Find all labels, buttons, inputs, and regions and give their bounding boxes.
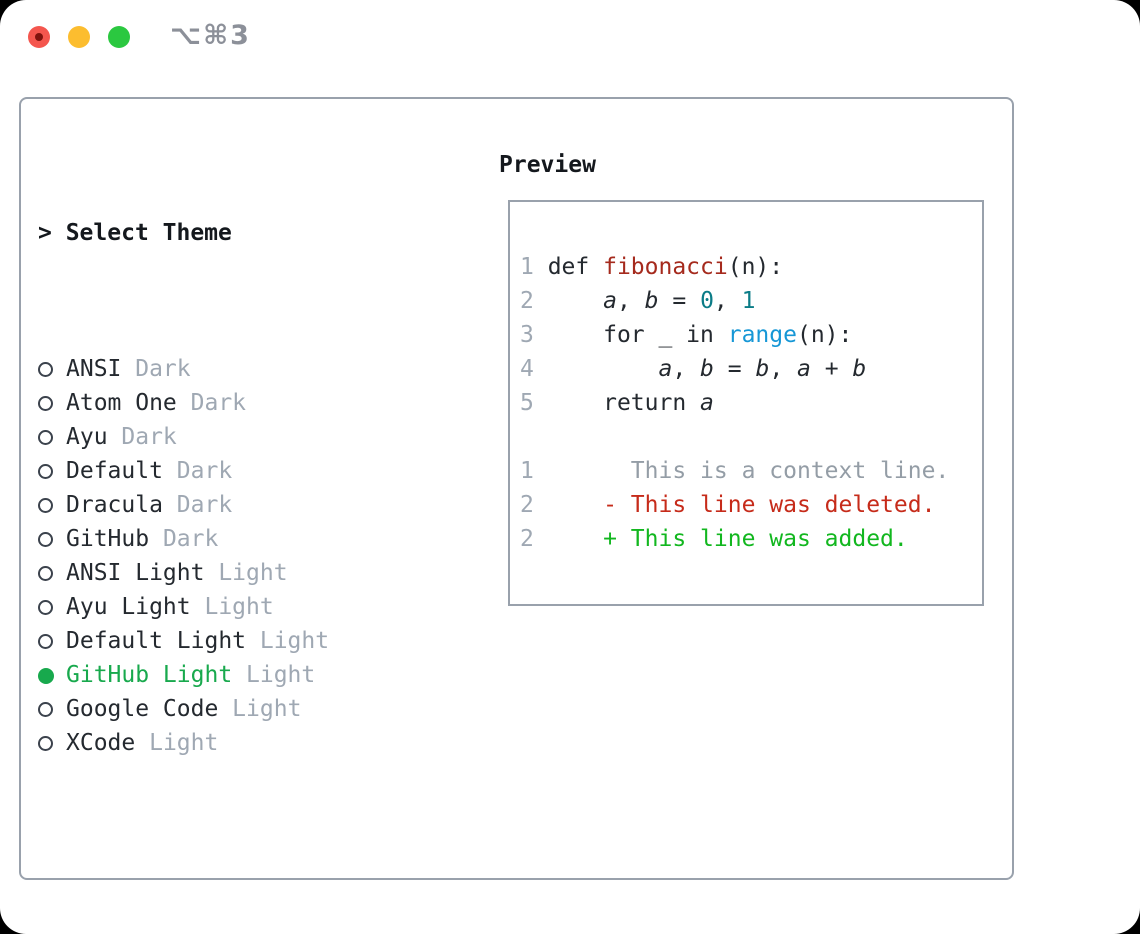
theme-option-ayu-light[interactable]: Ayu Light Light [38,590,426,624]
theme-option-label: Ayu Light [66,594,191,620]
code-line: 1 This is a context line. [520,458,950,484]
minimize-button[interactable] [68,26,90,48]
theme-variant: Light [218,696,302,722]
theme-option-ayu[interactable]: Ayu Dark [38,420,426,454]
theme-option-label: Google Code [66,696,219,722]
theme-variant: Light [246,628,330,654]
theme-option-default-light[interactable]: Default Light Light [38,624,426,658]
radio-icon [38,464,53,479]
radio-icon [38,430,53,445]
theme-variant: Light [190,594,274,620]
code-line [520,420,982,454]
code-line: 5 return a [520,390,714,416]
theme-variant: Light [232,662,316,688]
close-button[interactable] [28,26,50,48]
theme-variant: Dark [149,526,219,552]
select-theme-header: > Select Theme [38,216,426,250]
radio-icon [38,362,53,377]
theme-option-github[interactable]: GitHub Dark [38,522,426,556]
theme-option-label: Default Light [66,628,247,654]
theme-variant: Light [204,560,288,586]
radio-icon [38,736,53,751]
theme-variant: Dark [176,390,247,416]
theme-option-label: Dracula [66,492,163,518]
theme-option-label: Atom One [66,390,177,416]
window-controls [28,26,130,48]
theme-variant: Dark [107,424,177,450]
focus-caret: > [38,220,66,246]
radio-icon [38,600,53,615]
radio-icon [38,566,53,581]
radio-icon [38,702,53,717]
radio-selected-icon [38,668,54,684]
theme-variant: Dark [121,356,191,382]
theme-option-label: Ayu [66,424,108,450]
theme-variant: Light [135,730,219,756]
preview-header: Preview [499,152,596,178]
code-line: 2 + This line was added. [520,526,908,552]
theme-option-default[interactable]: Default Dark [38,454,426,488]
window-title: ⌥⌘3 [170,20,251,51]
code-line: 2 a, b = 0, 1 [520,288,756,314]
theme-option-ansi-light[interactable]: ANSI Light Light [38,556,426,590]
theme-option-atom-one[interactable]: Atom One Dark [38,386,426,420]
radio-icon [38,498,53,513]
theme-option-xcode[interactable]: XCode Light [38,726,426,760]
theme-option-github-light[interactable]: GitHub Light Light [38,658,426,692]
theme-option-ansi[interactable]: ANSI Dark [38,352,426,386]
code-line: 1 def fibonacci(n): [520,254,784,280]
theme-option-label: GitHub [66,526,150,552]
theme-option-label: Default [66,458,163,484]
radio-icon [38,532,53,547]
theme-variant: Dark [162,458,233,484]
radio-icon [38,634,53,649]
theme-option-label: ANSI [66,356,122,382]
theme-option-label: XCode [66,730,136,756]
theme-option-dracula[interactable]: Dracula Dark [38,488,426,522]
code-line: 4 a, b = b, a + b [520,356,867,382]
theme-option-label: ANSI Light [66,560,205,586]
zoom-button[interactable] [108,26,130,48]
theme-option-label: GitHub Light [66,662,233,688]
apply-to-section: Apply To User SettingsWorkspace Settings [38,896,426,934]
select-theme-header-label: Select Theme [65,220,232,246]
preview-box: 1 def fibonacci(n): 2 a, b = 0, 1 3 for _ … [508,200,984,606]
code-line: 3 for _ in range(n): [520,322,853,348]
theme-variant: Dark [162,492,233,518]
code-line: 2 - This line was deleted. [520,492,936,518]
theme-option-google-code[interactable]: Google Code Light [38,692,426,726]
radio-icon [38,396,53,411]
